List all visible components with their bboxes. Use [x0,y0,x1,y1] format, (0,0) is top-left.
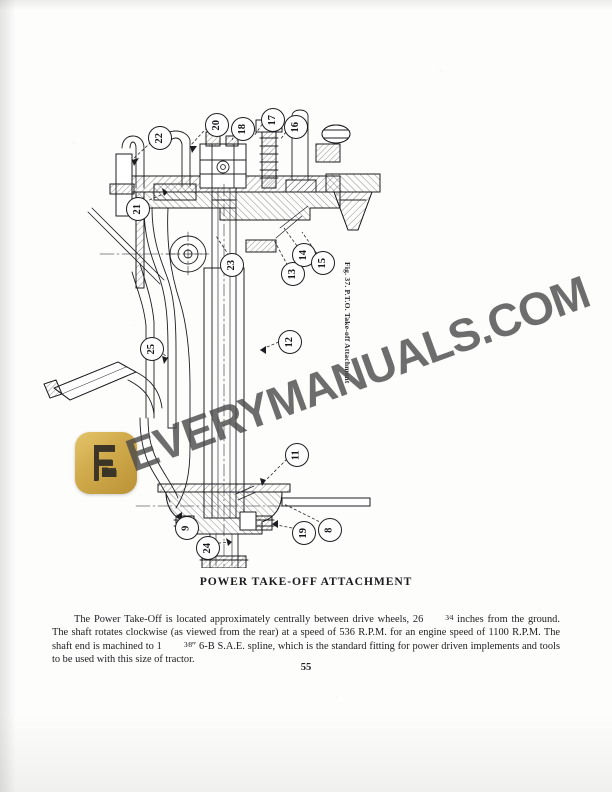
callout-20: 20 [205,113,229,137]
callout-label: 15 [316,257,328,269]
figure-power-take-off-diagram [40,88,430,568]
callout-label: 23 [225,259,237,271]
callout-label: 16 [289,121,301,133]
callout-16: 16 [284,115,308,139]
callout-label: 8 [323,527,335,533]
callout-9: 9 [175,516,199,540]
fraction-26-three-quarters: 3⁄4 [445,613,454,623]
callout-label: 20 [210,119,222,131]
callout-label: 18 [236,123,248,135]
body-line-3: ″ 6-B S.A.E. spline, which is the standa… [52,641,560,665]
callout-22: 22 [148,126,172,150]
callout-label: 11 [290,450,302,460]
callout-19: 19 [292,521,316,545]
callout-12: 12 [278,330,302,354]
figure-caption: Fig. 37. P.T.O. Take-off Attachment [343,262,352,384]
callout-23: 23 [220,253,244,277]
callout-25: 25 [140,337,164,361]
body-line-1: The Power Take-Off is located approximat… [74,614,424,626]
callout-label: 9 [180,525,192,531]
body-paragraph: The Power Take-Off is located approximat… [52,612,560,666]
callout-17: 17 [261,108,285,132]
fraction-one-three-eighths: 3⁄8 [183,640,192,650]
callout-label: 19 [297,527,309,539]
page-number: 55 [300,662,312,673]
callout-8: 8 [318,518,342,542]
callout-label: 12 [283,336,295,348]
scan-shadow-left [0,0,16,792]
technical-line-drawing [43,109,381,568]
scan-shadow-top [0,0,612,10]
callout-18: 18 [231,117,255,141]
callout-label: 17 [266,114,278,126]
callout-11: 11 [285,443,309,467]
callout-label: 14 [297,249,309,261]
page-title: POWER TAKE-OFF ATTACHMENT [199,575,413,588]
callout-15: 15 [311,251,335,275]
scan-shadow-bottom [0,712,612,792]
callout-label: 22 [153,132,165,144]
callout-label: 24 [201,542,213,554]
callout-label: 13 [286,268,298,280]
body-line-2: inches from the ground. The shaft rotate… [52,614,560,653]
callout-24: 24 [196,536,220,560]
callout-label: 21 [131,203,143,215]
callout-label: 25 [145,343,157,355]
callout-21: 21 [126,197,150,221]
